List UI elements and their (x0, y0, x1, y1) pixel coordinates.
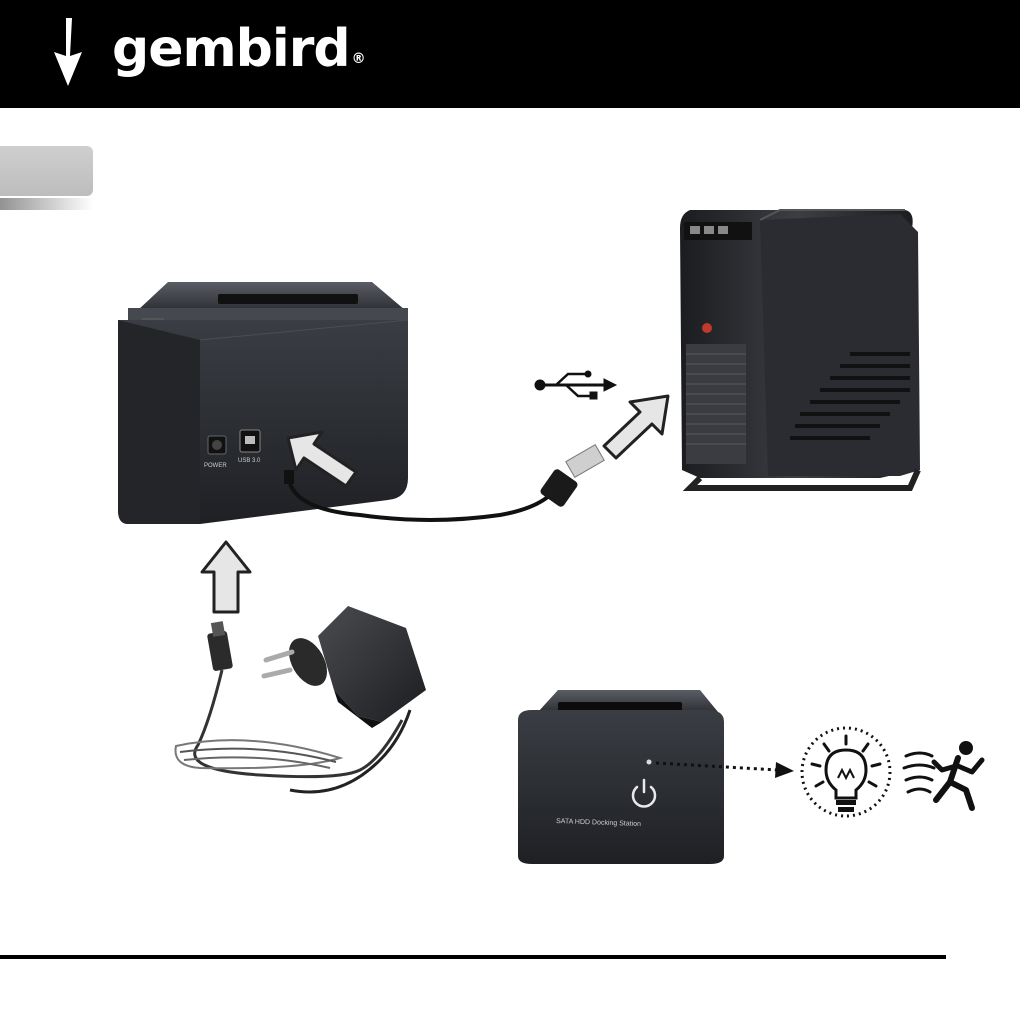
arrow-to-pc (604, 396, 668, 458)
pc-power-led (702, 323, 712, 333)
running-man-icon (904, 741, 982, 808)
footer-rule (0, 955, 946, 959)
power-adapter (176, 606, 427, 792)
usb-port-label: USB 3.0 (238, 458, 261, 464)
status-led (647, 760, 652, 765)
pc-tower (680, 210, 920, 488)
arrow-to-power-port (202, 542, 250, 612)
docking-station-rear: POWER USB 3.0 (118, 282, 408, 524)
lightbulb-icon (802, 728, 890, 816)
docking-station-front: SATA HDD Docking Station (518, 690, 724, 864)
usb-symbol-icon (535, 371, 616, 399)
power-port-label: POWER (204, 463, 227, 469)
